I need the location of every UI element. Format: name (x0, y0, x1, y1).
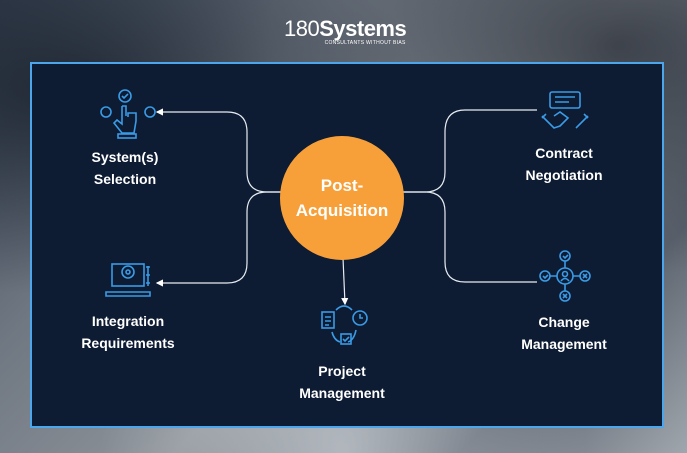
logo-tagline: CONSULTANTS WITHOUT BIAS (324, 40, 406, 46)
center-line2: Acquisition (295, 201, 389, 220)
connectors (100, 89, 591, 345)
cycle-checklist-clock-icon (321, 305, 368, 345)
brand-logo: 180Systems CONSULTANTS WITHOUT BIAS (284, 16, 407, 46)
user-network-icon (539, 250, 591, 302)
node-project-management: Project Management (262, 360, 422, 404)
node-label-line2: Management (521, 336, 607, 352)
hand-pointer-check-icon (100, 89, 156, 139)
node-integration-requirements: Integration Requirements (48, 310, 208, 354)
node-label-line1: Change (538, 314, 590, 330)
node-label-line1: Contract (535, 145, 593, 161)
node-label-line1: Project (318, 363, 366, 379)
diagram-panel: Post- Acquisition System(s) Selection In… (30, 62, 664, 428)
connector-integration (155, 191, 282, 287)
handshake-chat-icon (541, 91, 589, 129)
node-systems-selection: System(s) Selection (45, 146, 205, 190)
node-label-line2: Management (299, 385, 385, 401)
node-label-line1: System(s) (91, 149, 159, 165)
connector-selection (155, 108, 282, 193)
connector-change (402, 191, 537, 283)
center-node-post-acquisition: Post- Acquisition (280, 136, 404, 260)
node-label-line2: Requirements (81, 335, 175, 351)
node-label-line1: Integration (91, 313, 165, 329)
connector-project (341, 257, 349, 306)
connector-contract (402, 109, 537, 193)
center-line1: Post- (320, 176, 364, 195)
laptop-gear-icon (105, 263, 151, 297)
logo-number: 180 (284, 16, 320, 41)
node-label-line2: Negotiation (525, 167, 603, 183)
node-change-management: Change Management (484, 311, 644, 355)
node-label-line2: Selection (93, 171, 157, 187)
logo-word: Systems (319, 16, 407, 41)
node-contract-negotiation: Contract Negotiation (484, 142, 644, 186)
